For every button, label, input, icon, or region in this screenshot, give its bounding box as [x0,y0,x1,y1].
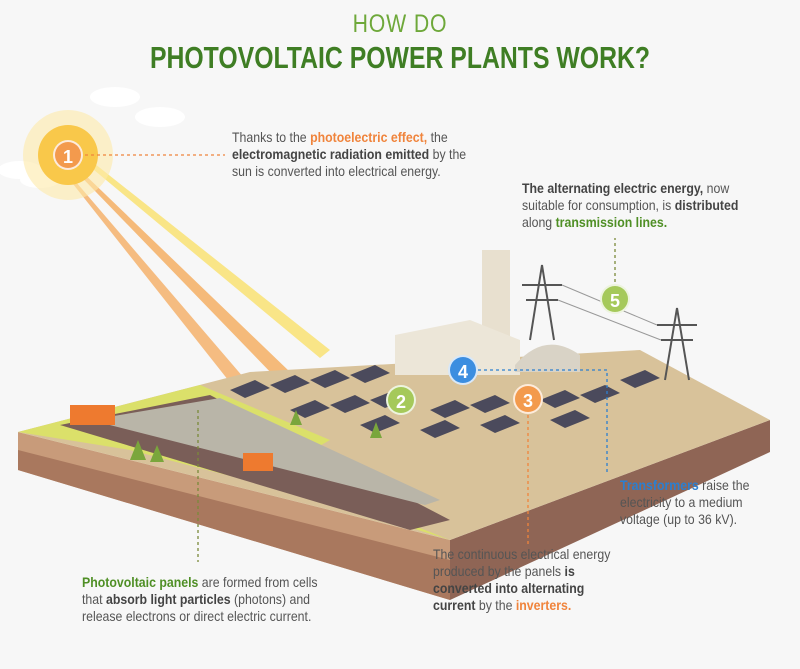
step-5-marker: 5 [600,284,630,314]
callout-step-3: The continuous electrical energy produce… [433,546,622,614]
step-4-marker: 4 [448,355,478,385]
text: (photons) and release electrons or direc… [82,591,312,624]
emphasis: absorb light particles [105,591,231,607]
step-3-marker: 3 [513,384,543,414]
callout-step-1: Thanks to the photoelectric effect, the … [232,129,487,180]
highlight: Transformers [620,477,699,493]
text: now suitable for consumption, is [522,180,730,213]
emphasis: electromagnetic radiation emitted [232,146,430,162]
text: along [522,214,556,230]
trees [130,410,382,462]
callout-step-4: Transformers raise the electricity to a … [620,477,778,528]
sun-rays [58,150,330,390]
leader-lines [85,154,616,562]
title-how-do: HOW DO [352,10,448,38]
text: Thanks to the [232,129,311,145]
highlight: Photovoltaic panels [82,574,199,590]
highlight: inverters. [515,597,572,613]
text: The continuous electrical energy produce… [433,546,611,579]
emphasis: is converted into alternating current [433,563,585,613]
text: by the [475,597,516,613]
step-1-marker: 1 [53,140,83,170]
step-2-marker: 2 [386,385,416,415]
emphasis: The alternating electric energy, [522,180,704,196]
page-title: PHOTOVOLTAIC POWER PLANTS WORK? [149,40,651,75]
text: are formed from cells that [82,574,318,607]
solar-panels [230,365,660,438]
factory-building [395,250,580,375]
transmission-towers [522,264,697,381]
text: by the sun is converted into electrical … [232,146,467,179]
trucks [70,405,273,471]
text: the [427,129,448,145]
highlight: transmission lines. [555,214,668,230]
text: raise the electricity to a medium voltag… [620,477,750,527]
land-block [18,350,770,600]
callout-step-2: Photovoltaic panels are formed from cell… [82,574,324,625]
highlight: photoelectric effect, [310,129,428,145]
callout-step-5: The alternating electric energy, now sui… [522,180,760,231]
emphasis: distributed [674,197,739,213]
